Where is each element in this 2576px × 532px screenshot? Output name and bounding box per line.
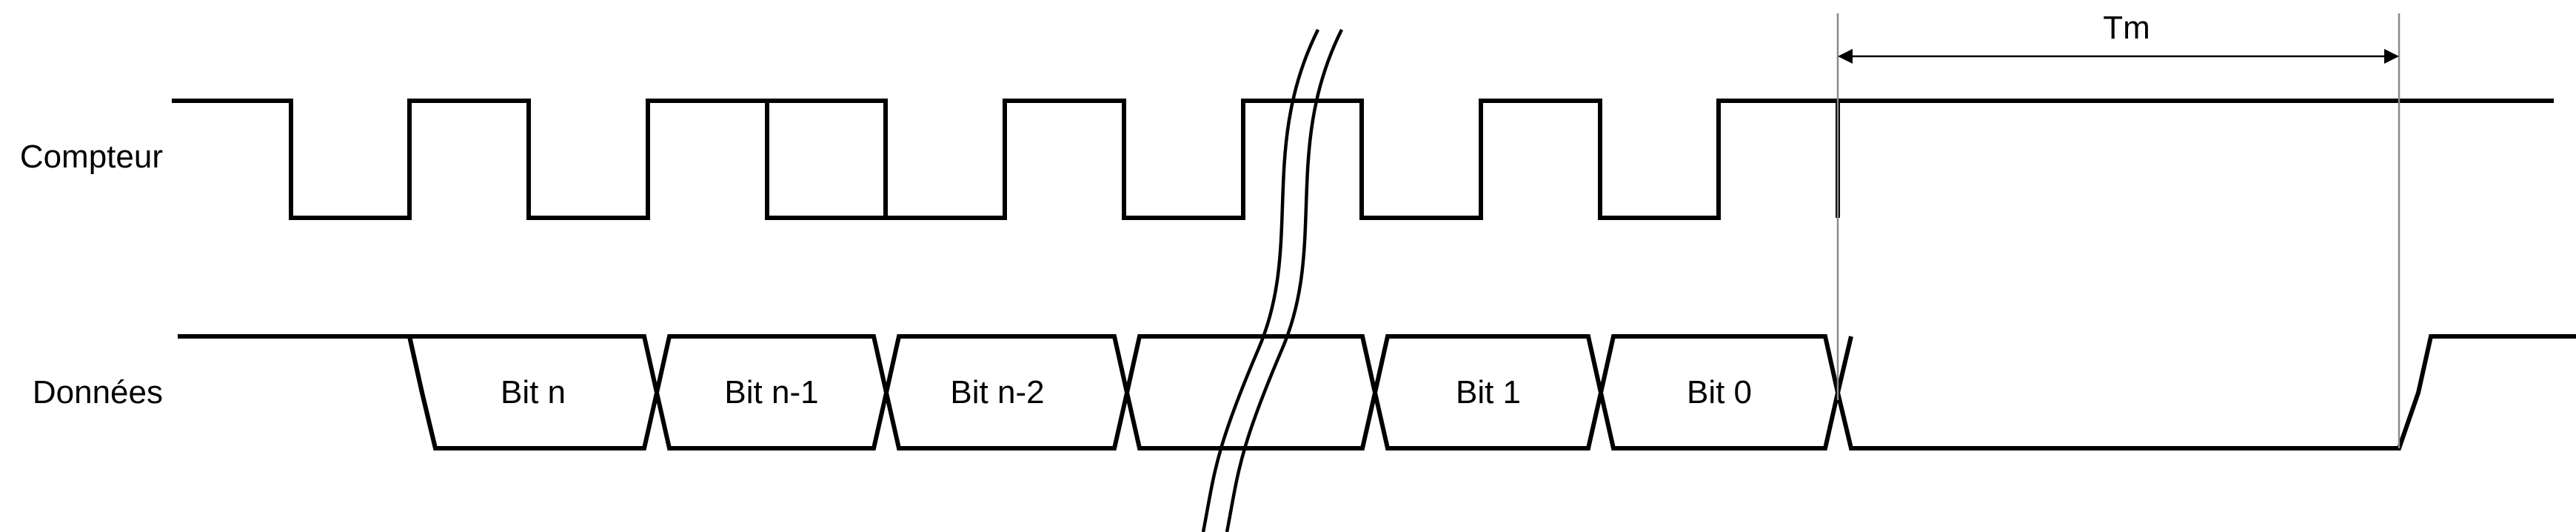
counter-waveform-segment bbox=[648, 99, 886, 220]
data-bus-top bbox=[407, 334, 1251, 393]
data-cell-bit-1: Bit 1 bbox=[1456, 374, 1521, 410]
time-break-line-1 bbox=[1201, 28, 1320, 532]
data-bus-top-continued bbox=[1251, 334, 1840, 393]
time-break-line-2 bbox=[1225, 28, 1344, 532]
data-cell-bit-n: Bit n bbox=[501, 374, 566, 410]
data-cell-bit-0: Bit 0 bbox=[1687, 374, 1752, 410]
data-cell-bit-n-1: Bit n-1 bbox=[724, 374, 818, 410]
counter-waveform bbox=[172, 99, 2554, 220]
tm-left-arrowhead bbox=[1838, 49, 1853, 64]
data-bus-left-edge bbox=[407, 336, 438, 449]
data-cell-bit-n-2: Bit n-2 bbox=[950, 374, 1044, 410]
data-bus-top-tail bbox=[1836, 336, 1853, 393]
data-bus-bottom bbox=[420, 334, 2576, 450]
counter-signal-label: Compteur bbox=[20, 139, 163, 175]
tm-right-arrowhead bbox=[2384, 49, 2399, 64]
tm-label: Tm bbox=[2103, 10, 2150, 46]
data-signal-label: Données bbox=[33, 374, 163, 410]
